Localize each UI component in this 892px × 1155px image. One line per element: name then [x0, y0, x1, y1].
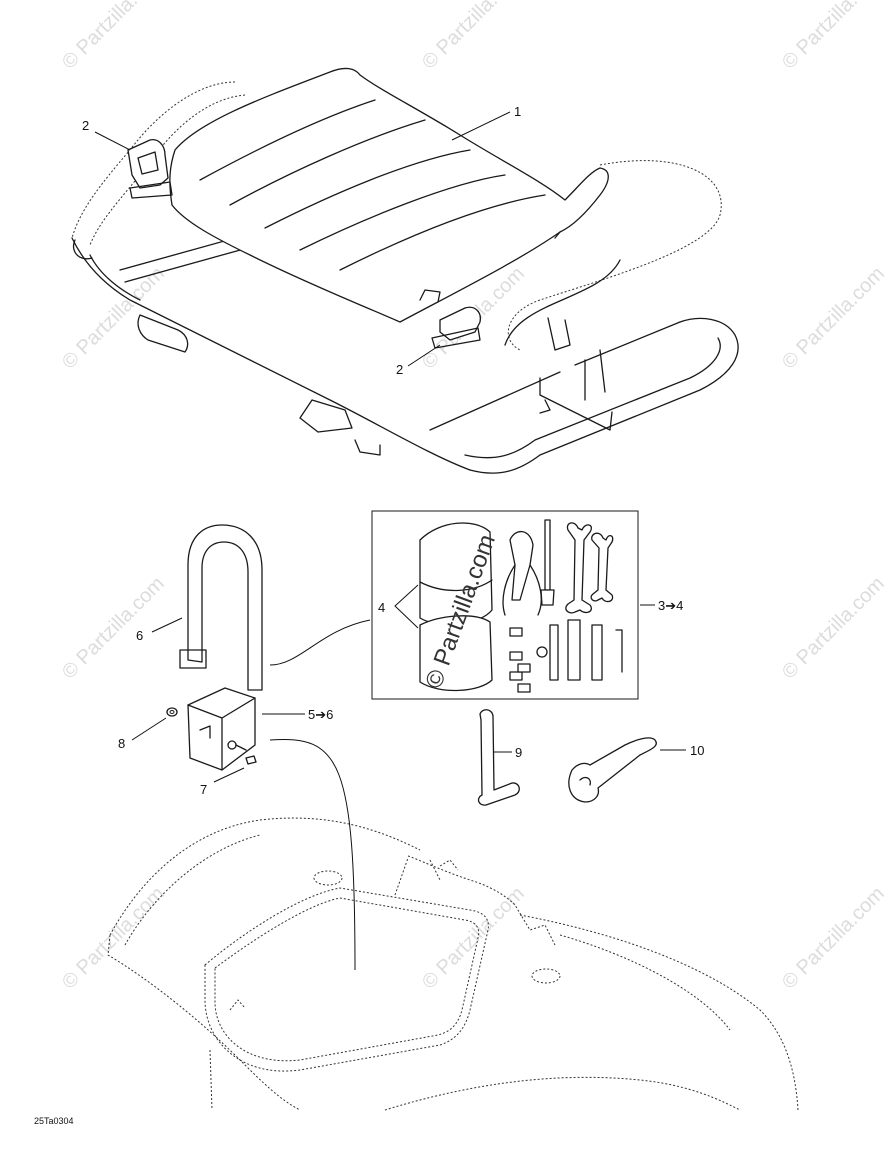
callout-4: 4 — [378, 584, 419, 629]
callout-label: 3➔4 — [658, 598, 683, 613]
body-panel — [107, 817, 799, 1111]
washer — [166, 707, 178, 717]
callout-label: 9 — [515, 745, 522, 760]
callout-1: 1 — [451, 104, 521, 141]
callout-label: 2 — [82, 118, 89, 133]
callout-8: 8 — [118, 717, 167, 751]
callout-label: 6 — [136, 628, 143, 643]
callout-label: 2 — [396, 362, 403, 377]
tool-lever — [477, 709, 520, 806]
watermark-text: © Partzilla.com — [418, 883, 529, 994]
seat-bracket-upper — [127, 139, 173, 199]
callout-label: 5➔6 — [308, 707, 333, 722]
watermark-text: © Partzilla.com — [58, 573, 169, 684]
callout-label: 7 — [200, 782, 207, 797]
callout-label: 8 — [118, 736, 125, 751]
callout-10: 10 — [660, 743, 704, 758]
watermark-text: © Partzilla.com — [778, 0, 889, 74]
tool-spanner — [568, 737, 657, 803]
tool-kit-box: © Partzilla.com — [371, 510, 639, 700]
callout-2-lower: 2 — [396, 344, 441, 377]
callout-label: 4 — [378, 600, 385, 615]
callout-3: 3➔4 — [640, 598, 683, 613]
drawing-code: 25Ta0304 — [34, 1116, 74, 1126]
watermark-text: © Partzilla.com — [778, 573, 889, 684]
callout-2-upper: 2 — [82, 118, 131, 151]
callout-5-6: 5➔6 — [262, 707, 333, 722]
connector-line — [269, 619, 371, 666]
connector-line — [269, 738, 356, 971]
watermark-text: © Partzilla.com — [58, 0, 169, 74]
watermark-text: © Partzilla.com — [778, 883, 889, 994]
callout-6: 6 — [136, 617, 183, 643]
watermark-text: © Partzilla.com — [418, 0, 529, 74]
tool-strap — [179, 524, 263, 691]
seat-cushion — [169, 67, 609, 323]
watermark-text: © Partzilla.com — [58, 883, 169, 994]
screw — [245, 755, 257, 765]
callout-label: 10 — [690, 743, 704, 758]
tool-holder — [187, 687, 256, 771]
callout-9: 9 — [494, 745, 522, 760]
callout-label: 1 — [514, 104, 521, 119]
callout-7: 7 — [200, 767, 245, 797]
seat-bracket-lower — [431, 306, 481, 349]
watermark-text: © Partzilla.com — [58, 263, 169, 374]
watermark-text: © Partzilla.com — [778, 263, 889, 374]
